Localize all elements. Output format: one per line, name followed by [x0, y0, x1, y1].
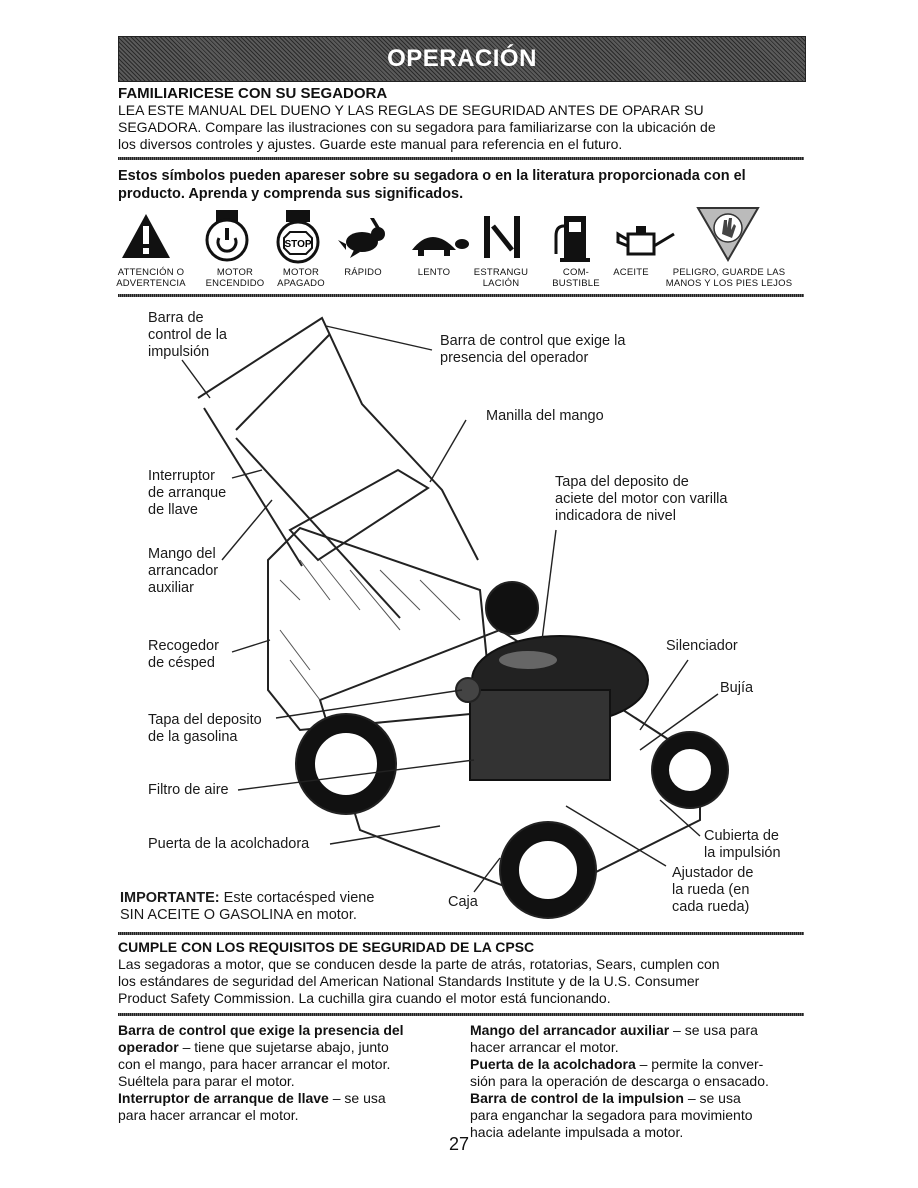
cpsc-text: Las segadoras a motor, que se conducen d… — [118, 956, 720, 1006]
divider — [118, 157, 804, 160]
divider — [118, 294, 804, 297]
familiarize-text: LEA ESTE MANUAL DEL DUENO Y LAS REGLAS D… — [118, 102, 808, 153]
turtle-slow-icon — [412, 237, 469, 256]
page-title: OPERACIÓN — [387, 45, 537, 72]
symbols-intro-line: producto. Aprenda y comprenda sus signif… — [118, 186, 464, 202]
divider — [118, 1013, 804, 1016]
symbol-label: COM-BUSTIBLE — [552, 267, 600, 289]
symbols-intro-line: Estos símbolos pueden apareser sobre su … — [118, 168, 746, 184]
symbol-icons-row: STOP — [122, 207, 760, 264]
important-note: IMPORTANTE: Este cortacésped viene SIN A… — [120, 890, 375, 923]
cpsc-heading: CUMPLE CON LOS REQUISITOS DE SEGURIDAD D… — [118, 939, 535, 955]
handle-frame — [197, 316, 479, 561]
warning-triangle-icon — [122, 214, 170, 258]
familiarize-line: los diversos controles y ajustes. Guarde… — [118, 136, 623, 152]
callout-housing: Caja — [448, 894, 478, 910]
divider — [118, 932, 804, 935]
familiarize-line: SEGADORA. Compare las ilustraciones con … — [118, 119, 716, 135]
rabbit-fast-icon — [338, 218, 385, 258]
fuel-pump-icon — [554, 216, 590, 262]
page-number: 27 — [449, 1134, 470, 1154]
definitions-left: Barra de control que exige la presencia … — [118, 1022, 404, 1123]
symbol-label: RÁPIDO — [344, 267, 382, 278]
stop-text: STOP — [284, 239, 311, 250]
callout-handle: Manilla del mango — [486, 408, 604, 424]
callout-muffler: Silenciador — [666, 638, 738, 654]
choke-icon — [484, 216, 520, 258]
oil-can-icon — [616, 226, 675, 256]
engine-stop-icon: STOP — [276, 210, 320, 264]
familiarize-line: LEA ESTE MANUAL DEL DUENO Y LAS REGLAS D… — [118, 102, 704, 118]
callout-spark-plug: Bujía — [720, 680, 754, 696]
definitions-right: Mango del arrancador auxiliar – se usa p… — [470, 1022, 769, 1140]
symbol-label: LENTO — [417, 267, 451, 278]
familiarize-heading: FAMILIARICESE CON SU SEGADORA — [118, 85, 388, 102]
important-label: IMPORTANTE: — [120, 890, 220, 906]
section-banner: OPERACIÓN — [118, 36, 806, 82]
callout-air-filter: Filtro de aire — [148, 782, 229, 798]
symbols-intro: Estos símbolos pueden apareser sobre su … — [118, 167, 808, 203]
engine-on-icon — [205, 210, 249, 262]
callout-mulch-door: Puerta de la acolchadora — [148, 836, 310, 852]
symbol-label: ACEITE — [613, 267, 649, 278]
hand-blade-danger-icon — [696, 207, 760, 263]
